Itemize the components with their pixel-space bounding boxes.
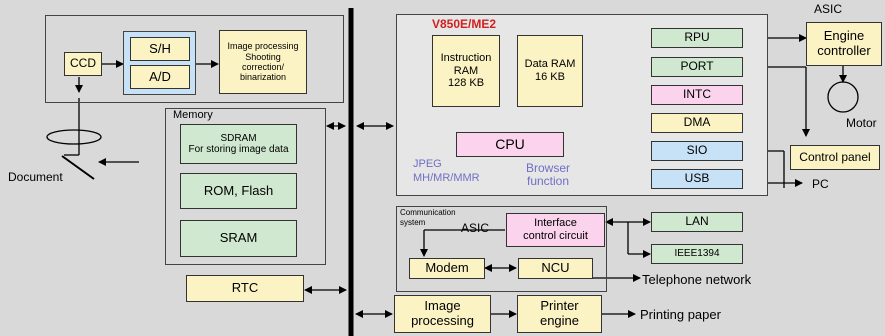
sram-block: SRAM [180,220,297,257]
interface-control-circuit-block: Interface control circuit [506,213,605,247]
pc-label: PC [812,177,829,191]
comm-asic-label: ASIC [461,221,490,235]
data-ram-block: Data RAM 16 KB [517,35,583,107]
rpu-block: RPU [651,28,743,48]
memory-title: Memory [173,109,213,121]
rtc-block: RTC [186,275,304,302]
modem-block: Modem [409,258,485,279]
communication-title: Communication system [400,208,456,227]
engine-asic-label: ASIC [814,2,843,16]
ccd-block: CCD [64,52,102,76]
browser-function-label: Browser function [526,161,571,188]
image-processing-block: Image processing [394,295,491,333]
rom-flash-block: ROM, Flash [180,173,297,209]
ieee1394-block: IEEE1394 [651,244,743,264]
intc-block: INTC [651,85,743,105]
memory-section [165,108,326,265]
sh-block: S/H [130,37,190,61]
motor-label: Motor [846,116,877,130]
chip-name: V850E/ME2 [432,17,497,31]
cpu-block: CPU [456,132,564,157]
scanner-section [45,15,344,103]
dma-block: DMA [651,113,743,133]
communication-section [396,206,607,292]
telephone-network-label: Telephone network [642,272,752,287]
scan-image-processing-block: Image processing Shooting correction/ bi… [219,30,307,94]
lan-block: LAN [651,212,743,232]
ad-block: A/D [130,65,190,89]
jpeg-codec-label: JPEG MH/MR/MMR [413,158,480,185]
document-label: Document [8,170,63,184]
engine-controller-block: Engine controller [806,22,882,66]
instruction-ram-block: Instruction RAM 128 KB [432,35,500,107]
sdram-block: SDRAM For storing image data [180,124,297,164]
printer-engine-block: Printer engine [517,295,602,333]
usb-block: USB [651,169,743,189]
port-block: PORT [651,57,743,77]
ncu-block: NCU [518,258,593,279]
printing-paper-label: Printing paper [640,307,721,322]
sio-block: SIO [651,141,743,161]
control-panel-block: Control panel [790,145,880,170]
